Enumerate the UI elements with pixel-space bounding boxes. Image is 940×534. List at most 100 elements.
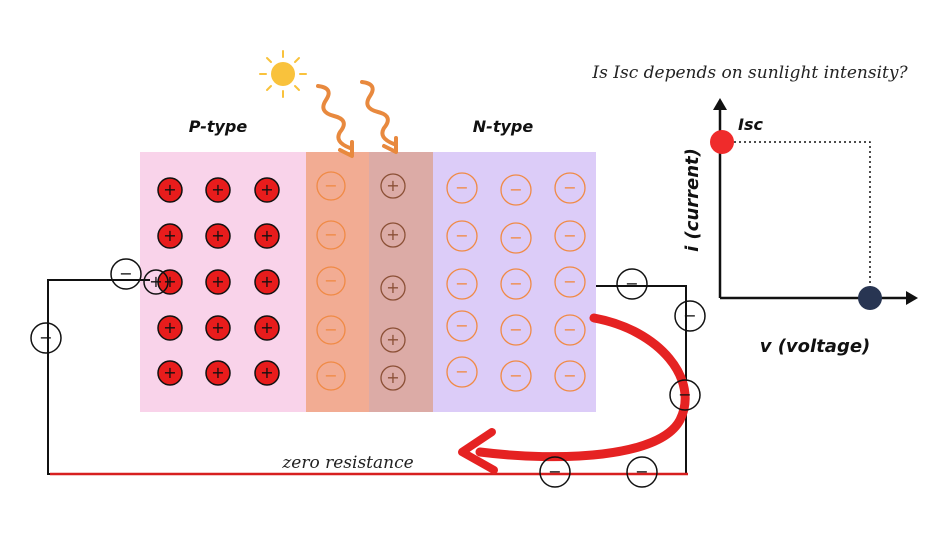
electron-sign: − <box>563 178 576 197</box>
junction-hole-sign: + <box>149 272 162 291</box>
electron: − <box>446 310 478 342</box>
hole: + <box>157 315 183 341</box>
circuit-electron: − <box>626 456 658 488</box>
electron: − <box>446 356 478 388</box>
isc-point <box>710 130 734 154</box>
circuit-electron-sign: − <box>625 274 638 293</box>
hole: + <box>254 177 280 203</box>
electron: − <box>500 360 532 392</box>
electron-sign: − <box>455 362 468 381</box>
junction-hole: + <box>143 269 169 295</box>
positive-ion: + <box>380 365 406 391</box>
electron: − <box>500 314 532 346</box>
circuit-electron: − <box>669 379 701 411</box>
hole: + <box>205 315 231 341</box>
hole-sign: + <box>163 226 176 245</box>
electron-sign: − <box>455 226 468 245</box>
p-type-label: P-type <box>189 117 248 136</box>
circuit-electron: − <box>616 268 648 300</box>
circuit-electron-sign: − <box>39 328 52 347</box>
hole-sign: + <box>163 363 176 382</box>
iv-curve-dotted <box>724 141 871 298</box>
circuit-electron: − <box>30 322 62 354</box>
iv-graph: Isc v (voltage) i (current) <box>682 98 918 357</box>
negative-ion: − <box>316 266 346 296</box>
charge-carriers: +++++++++++++++−−−−−+++++−−−−−−−−−−−−−−−… <box>30 171 706 488</box>
electron: − <box>500 222 532 254</box>
current-axis-label: i (current) <box>682 148 703 252</box>
electron-sign: − <box>455 178 468 197</box>
positive-ion-sign: + <box>386 278 399 297</box>
hole-sign: + <box>260 180 273 199</box>
electron: − <box>554 266 586 298</box>
positive-ion: + <box>380 173 406 199</box>
isc-label: Isc <box>738 115 763 134</box>
hole-sign: + <box>260 226 273 245</box>
positive-ion-sign: + <box>386 225 399 244</box>
hole-sign: + <box>211 226 224 245</box>
hole-sign: + <box>163 318 176 337</box>
n-type-label: N-type <box>473 117 534 136</box>
negative-ion-sign: − <box>324 225 337 244</box>
circuit-electron-sign: − <box>119 264 132 283</box>
question-text: Is Isc depends on sunlight intensity? <box>591 63 908 83</box>
electron: − <box>554 220 586 252</box>
hole: + <box>205 223 231 249</box>
positive-ion: + <box>380 275 406 301</box>
sunlight-arrow-right <box>360 80 398 154</box>
hole: + <box>157 177 183 203</box>
circuit-electron: − <box>674 300 706 332</box>
electron: − <box>554 360 586 392</box>
voltage-axis-label: v (voltage) <box>760 336 871 357</box>
hole: + <box>254 360 280 386</box>
hole-sign: + <box>163 180 176 199</box>
electron: − <box>446 268 478 300</box>
circuit-electron-sign: − <box>548 462 561 481</box>
voc-point <box>858 286 882 310</box>
hole-sign: + <box>211 318 224 337</box>
electron-sign: − <box>509 320 522 339</box>
circuit-electron-sign: − <box>683 306 696 325</box>
hole-sign: + <box>211 272 224 291</box>
electron-sign: − <box>563 272 576 291</box>
negative-ion-sign: − <box>324 271 337 290</box>
positive-ion: + <box>380 327 406 353</box>
negative-ion: − <box>316 361 346 391</box>
hole: + <box>254 269 280 295</box>
hole: + <box>157 223 183 249</box>
electron-sign: − <box>455 274 468 293</box>
electron-sign: − <box>563 366 576 385</box>
negative-ion-sign: − <box>324 320 337 339</box>
hole: + <box>157 360 183 386</box>
electron-sign: − <box>455 316 468 335</box>
hole-sign: + <box>260 363 273 382</box>
hole: + <box>254 315 280 341</box>
circuit-electron: − <box>539 456 571 488</box>
negative-ion: − <box>316 315 346 345</box>
electron: − <box>446 172 478 204</box>
electron-sign: − <box>509 366 522 385</box>
electron: − <box>554 172 586 204</box>
electron: − <box>500 268 532 300</box>
hole: + <box>205 360 231 386</box>
electron-sign: − <box>509 228 522 247</box>
electron: − <box>554 314 586 346</box>
sunlight-arrow-left <box>316 84 354 158</box>
positive-ion-sign: + <box>386 330 399 349</box>
zero-resistance-label: zero resistance <box>281 453 413 473</box>
hole-sign: + <box>211 363 224 382</box>
electron-sign: − <box>563 226 576 245</box>
electron: − <box>446 220 478 252</box>
circuit-electron-sign: − <box>678 385 691 404</box>
electron-sign: − <box>563 320 576 339</box>
sun-icon <box>259 50 307 98</box>
hole-sign: + <box>260 318 273 337</box>
electron: − <box>500 174 532 206</box>
depletion-region-n-side <box>369 152 433 412</box>
circuit-electron-sign: − <box>635 462 648 481</box>
negative-ion-sign: − <box>324 366 337 385</box>
n-type-region <box>433 152 596 412</box>
negative-ion-sign: − <box>324 176 337 195</box>
hole: + <box>205 177 231 203</box>
